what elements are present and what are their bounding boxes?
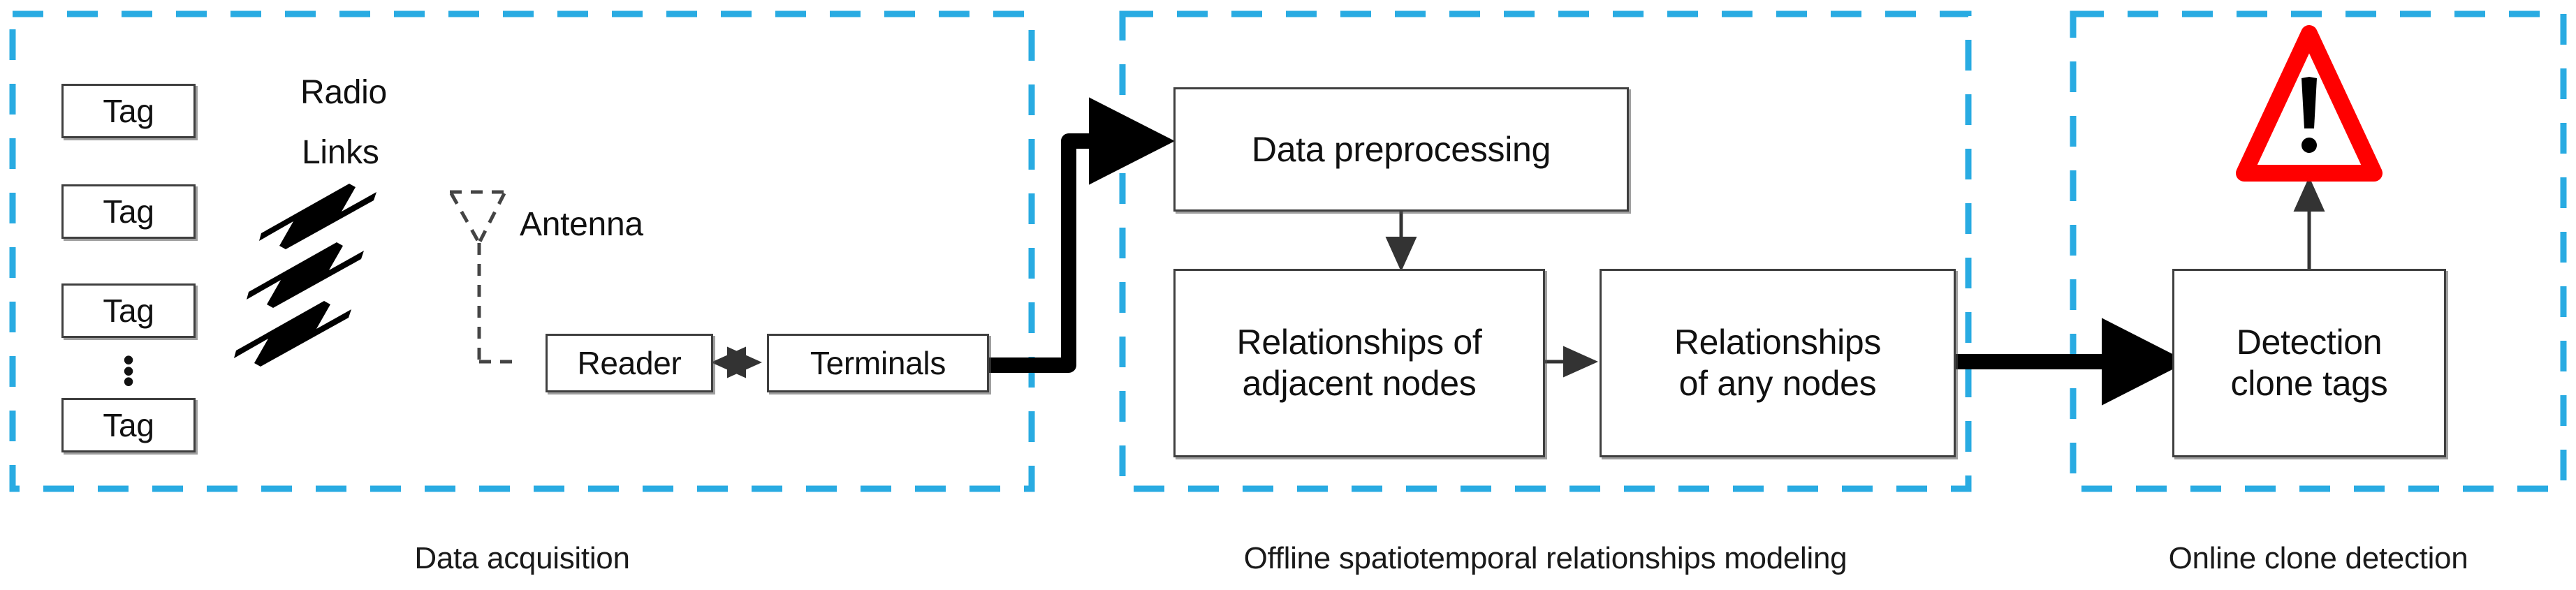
relationships-adjacent-nodes-box[interactable]: Relationships of adjacent nodes — [1173, 269, 1545, 457]
tag-box-label: Tag — [103, 292, 154, 329]
radio-links-label-line2: Links — [302, 134, 379, 171]
panel-caption-data-acquisition: Data acquisition — [414, 541, 630, 575]
tag-box[interactable]: Tag — [61, 398, 196, 452]
tag-box-label: Tag — [103, 406, 154, 443]
detection-clone-tags-line1: Detection — [2236, 323, 2383, 362]
relationships-adjacent-line1: Relationships of — [1236, 323, 1482, 362]
panel-border-online-detection — [2070, 10, 2567, 492]
reader-box[interactable]: Reader — [546, 334, 713, 392]
panel-caption-offline-modeling: Offline spatiotemporal relationships mod… — [1243, 541, 1847, 575]
warning-triangle-icon — [2236, 25, 2383, 182]
terminals-to-preprocessing-arrow — [988, 97, 1176, 373]
radio-link-lightning-icons — [234, 184, 376, 367]
detection-clone-tags-line2: clone tags — [2230, 364, 2388, 403]
relationships-any-nodes-box[interactable]: Relationships of any nodes — [1600, 269, 1956, 457]
radio-links-label-line1: Radio — [300, 74, 387, 111]
detection-clone-tags-box[interactable]: Detection clone tags — [2172, 269, 2446, 457]
relationships-adjacent-line2: adjacent nodes — [1242, 364, 1477, 403]
tag-box[interactable]: Tag — [61, 283, 196, 338]
terminals-box[interactable]: Terminals — [767, 334, 989, 392]
tag-box-label: Tag — [103, 92, 154, 129]
data-preprocessing-label: Data preprocessing — [1251, 129, 1551, 169]
panel-border-data-acquisition — [9, 10, 1035, 492]
lightning-bolt-icon — [247, 242, 364, 308]
tag-list-ellipsis: ••• — [122, 341, 135, 400]
panel-caption-online-detection: Online clone detection — [2168, 541, 2468, 575]
panel-border-offline-modeling — [1119, 10, 1972, 492]
lightning-bolt-icon — [259, 184, 376, 249]
tag-box[interactable]: Tag — [61, 84, 196, 138]
relationships-any-line2: of any nodes — [1678, 364, 1877, 403]
relationships-any-line1: Relationships — [1674, 323, 1882, 362]
antenna-label: Antenna — [520, 206, 643, 243]
antenna-icon — [449, 190, 517, 364]
tag-box[interactable]: Tag — [61, 184, 196, 239]
data-preprocessing-box[interactable]: Data preprocessing — [1173, 87, 1629, 212]
reader-box-label: Reader — [577, 344, 682, 381]
lightning-bolt-icon — [234, 301, 351, 367]
terminals-box-label: Terminals — [810, 344, 946, 381]
tag-box-label: Tag — [103, 193, 154, 230]
